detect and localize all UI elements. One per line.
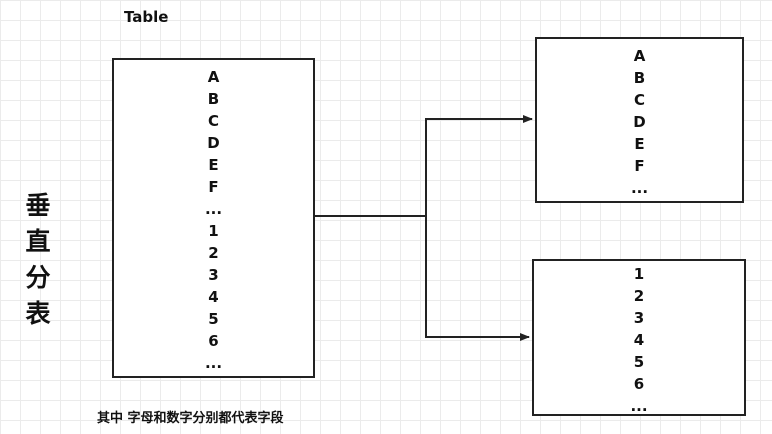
field-item: 5 bbox=[633, 353, 645, 371]
field-item: ... bbox=[204, 200, 223, 218]
connector-arrow-letters bbox=[425, 115, 533, 216]
field-item: 1 bbox=[208, 222, 219, 240]
field-item: D bbox=[207, 134, 220, 152]
field-item: 2 bbox=[208, 244, 219, 262]
field-item: 5 bbox=[208, 310, 219, 328]
letters-table-box: A B C D E F ... bbox=[535, 37, 744, 203]
field-item: C bbox=[207, 112, 219, 130]
field-item: 2 bbox=[633, 287, 645, 305]
field-item: A bbox=[207, 68, 220, 86]
source-table-box: A B C D E F ... 1 2 3 4 5 6 ... bbox=[112, 58, 315, 378]
field-item: F bbox=[208, 178, 219, 196]
vertical-title-char: 分 bbox=[25, 263, 51, 292]
letters-field-list: A B C D E F ... bbox=[537, 45, 742, 199]
table-title: Table bbox=[124, 8, 169, 26]
field-item: 6 bbox=[208, 332, 219, 350]
field-item: 3 bbox=[633, 309, 645, 327]
digits-table-box: 1 2 3 4 5 6 ... bbox=[532, 259, 746, 416]
connector-arrow-digits bbox=[425, 216, 530, 341]
field-item: C bbox=[633, 91, 645, 109]
vertical-title-char: 直 bbox=[25, 227, 51, 256]
field-item: 3 bbox=[208, 266, 219, 284]
source-field-list: A B C D E F ... 1 2 3 4 5 6 ... bbox=[114, 66, 313, 374]
field-item: ... bbox=[204, 354, 223, 372]
field-item: F bbox=[634, 157, 645, 175]
field-item: B bbox=[633, 69, 646, 87]
field-item: D bbox=[633, 113, 646, 131]
field-item: 6 bbox=[633, 375, 645, 393]
field-item: 4 bbox=[208, 288, 219, 306]
field-item: A bbox=[633, 47, 646, 65]
diagram-caption: 其中 字母和数字分别都代表字段 bbox=[97, 411, 284, 426]
field-item: ... bbox=[630, 397, 648, 415]
field-item: E bbox=[208, 156, 219, 174]
field-item: 1 bbox=[633, 265, 645, 283]
vertical-title-char: 垂 bbox=[25, 191, 51, 220]
digits-field-list: 1 2 3 4 5 6 ... bbox=[534, 263, 744, 417]
vertical-partition-title: 垂 直 分 表 bbox=[22, 188, 54, 332]
field-item: E bbox=[634, 135, 645, 153]
vertical-title-char: 表 bbox=[25, 299, 51, 328]
field-item: 4 bbox=[633, 331, 645, 349]
field-item: ... bbox=[630, 179, 649, 197]
field-item: B bbox=[207, 90, 220, 108]
